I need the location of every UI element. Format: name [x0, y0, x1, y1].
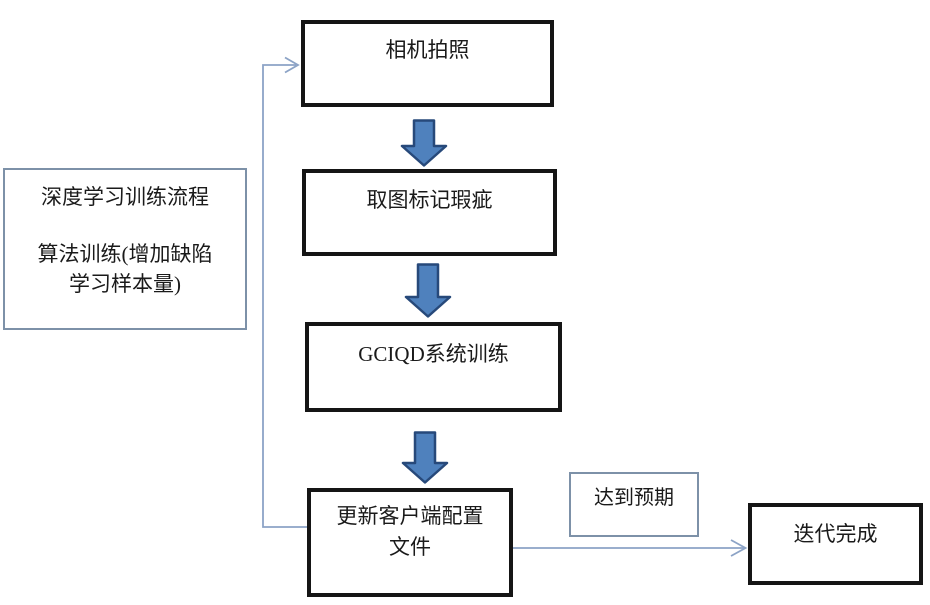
forward-connector-arrowhead-icon [730, 539, 748, 557]
edge-label-expectation: 达到预期 [569, 472, 699, 537]
legend-box: 深度学习训练流程 算法训练(增加缺陷 学习样本量) [3, 168, 247, 330]
node-camera: 相机拍照 [301, 20, 554, 107]
node-mark-defects-label: 取图标记瑕疵 [366, 188, 493, 212]
down-arrow-icon [404, 263, 452, 318]
node-iteration-done: 迭代完成 [748, 503, 923, 585]
node-system-training: GCIQD系统训练 [305, 322, 562, 412]
legend-body-line1: 算法训练(增加缺陷 [37, 242, 213, 266]
node-system-training-label: GCIQD系统训练 [358, 342, 509, 366]
node-mark-defects: 取图标记瑕疵 [302, 169, 557, 256]
node-update-config-line1: 更新客户端配置 [336, 504, 484, 528]
down-arrow-icon [401, 431, 449, 484]
edge-label-expectation-text: 达到预期 [594, 487, 674, 509]
feedback-connector-arrowhead-icon [284, 56, 300, 74]
feedback-connector-line [262, 64, 307, 528]
down-arrow-icon [400, 119, 448, 167]
node-camera-label: 相机拍照 [385, 38, 470, 62]
node-update-config: 更新客户端配置 文件 [307, 488, 513, 597]
node-update-config-line2: 文件 [389, 535, 431, 559]
node-iteration-done-label: 迭代完成 [793, 522, 878, 546]
legend-body-line2: 学习样本量) [69, 272, 181, 296]
legend-title: 深度学习训练流程 [41, 185, 209, 209]
